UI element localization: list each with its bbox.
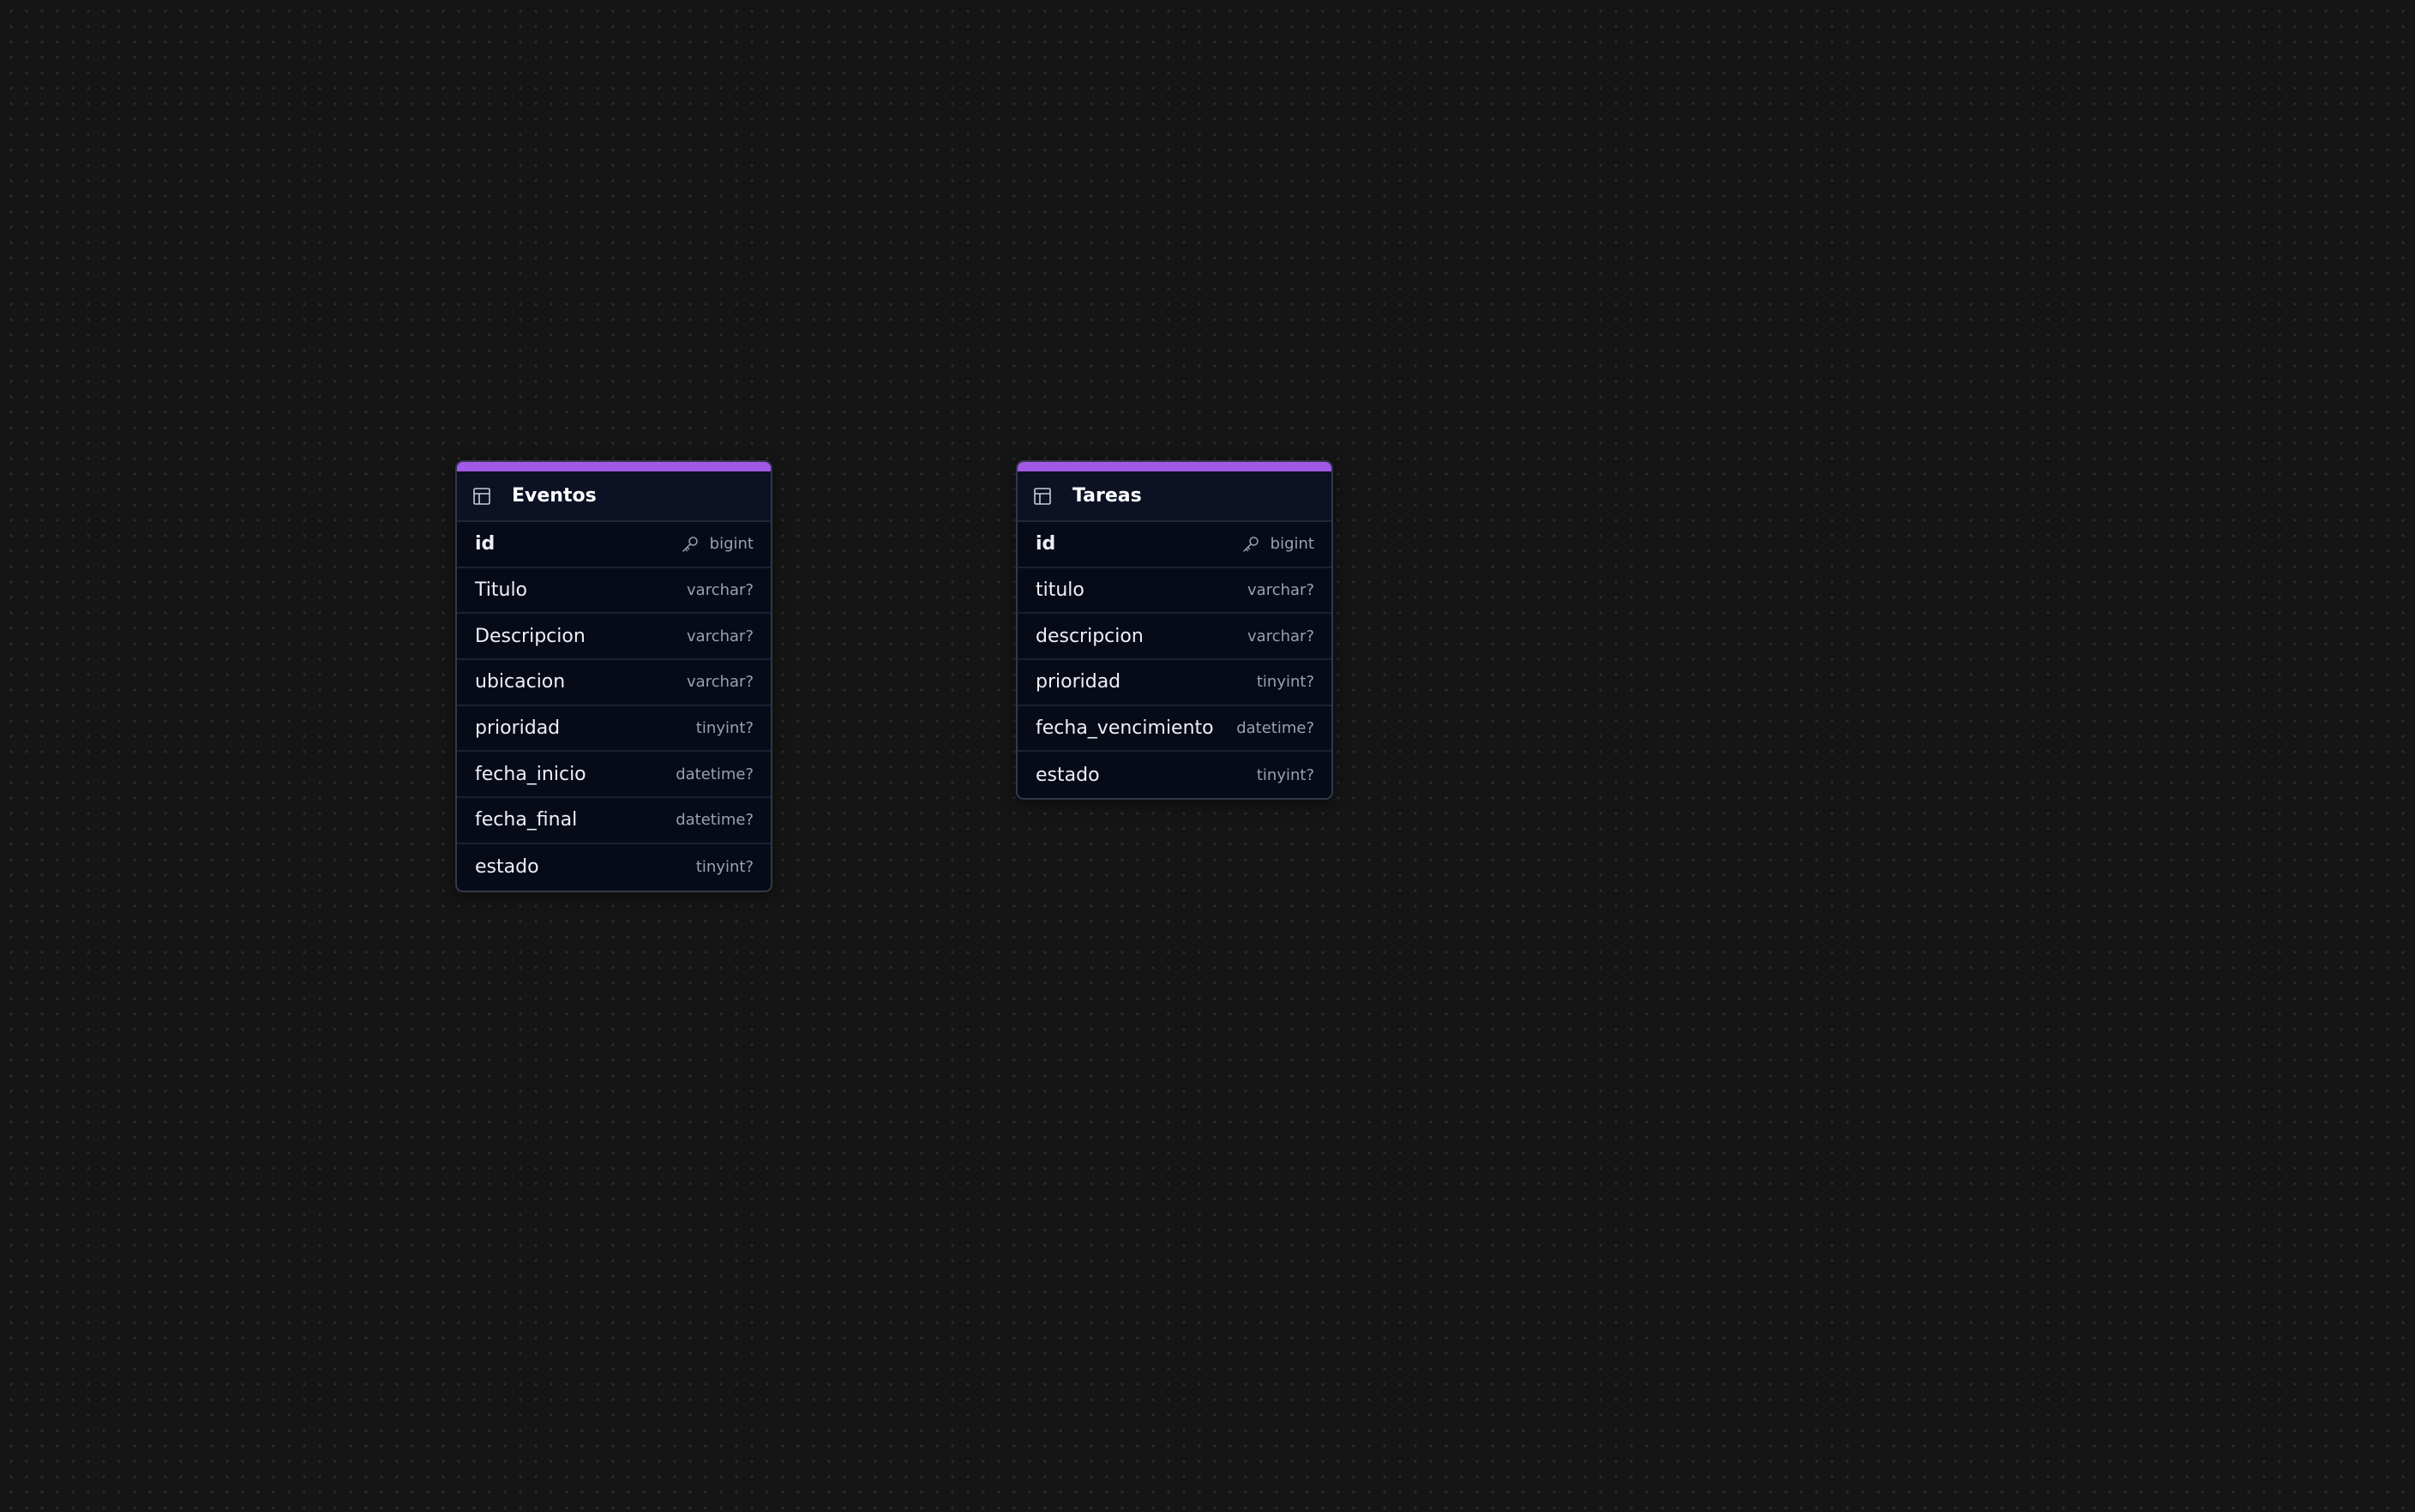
field-name: titulo bbox=[1036, 579, 1084, 602]
field-type: datetime? bbox=[676, 811, 754, 830]
table-node-eventos[interactable]: Eventos id bigint Titulo varchar? bbox=[455, 460, 772, 892]
field-row-titulo[interactable]: Titulo varchar? bbox=[457, 568, 771, 615]
table-node-tareas[interactable]: Tareas id bigint titulo varchar? bbox=[1016, 460, 1333, 801]
field-type: datetime? bbox=[1236, 719, 1314, 738]
field-type: tinyint? bbox=[1256, 765, 1314, 784]
field-row-prioridad[interactable]: prioridad tinyint? bbox=[1018, 660, 1331, 706]
field-type: varchar? bbox=[687, 627, 754, 645]
field-name: fecha_inicio bbox=[475, 763, 586, 785]
field-type: varchar? bbox=[1247, 581, 1314, 600]
table-icon bbox=[472, 487, 491, 506]
field-type: tinyint? bbox=[695, 719, 754, 738]
table-accent-bar bbox=[457, 462, 771, 471]
key-icon bbox=[1241, 535, 1260, 554]
field-row-fecha-final[interactable]: fecha_final datetime? bbox=[457, 798, 771, 844]
field-row-prioridad[interactable]: prioridad tinyint? bbox=[457, 706, 771, 753]
field-name: Descripcion bbox=[475, 625, 586, 647]
field-type: varchar? bbox=[687, 581, 754, 600]
field-type: varchar? bbox=[1247, 627, 1314, 645]
table-accent-bar bbox=[1018, 462, 1331, 471]
field-row-descripcion[interactable]: descripcion varchar? bbox=[1018, 614, 1331, 661]
field-type: varchar? bbox=[687, 673, 754, 692]
field-row-estado[interactable]: estado tinyint? bbox=[457, 844, 771, 891]
table-icon bbox=[1033, 487, 1052, 506]
field-name: fecha_final bbox=[475, 809, 578, 831]
field-type: tinyint? bbox=[1256, 673, 1314, 692]
field-name: prioridad bbox=[1036, 671, 1121, 693]
field-name: id bbox=[1036, 533, 1056, 555]
field-name: estado bbox=[475, 856, 539, 879]
key-icon bbox=[681, 535, 700, 554]
field-row-id[interactable]: id bigint bbox=[457, 522, 771, 568]
field-type: bigint bbox=[1270, 535, 1314, 554]
field-row-id[interactable]: id bigint bbox=[1018, 522, 1331, 568]
field-row-fecha-vencimiento[interactable]: fecha_vencimiento datetime? bbox=[1018, 706, 1331, 753]
field-type: datetime? bbox=[676, 765, 754, 783]
table-header[interactable]: Tareas bbox=[1018, 471, 1331, 522]
field-name: prioridad bbox=[475, 717, 561, 740]
field-row-fecha-inicio[interactable]: fecha_inicio datetime? bbox=[457, 752, 771, 799]
field-type: tinyint? bbox=[695, 858, 754, 877]
field-row-estado[interactable]: estado tinyint? bbox=[1018, 752, 1331, 798]
field-row-descripcion[interactable]: Descripcion varchar? bbox=[457, 614, 771, 661]
table-title: Eventos bbox=[512, 485, 597, 507]
table-header[interactable]: Eventos bbox=[457, 471, 771, 522]
field-name: estado bbox=[1036, 764, 1100, 786]
field-name: Titulo bbox=[475, 579, 528, 602]
field-name: id bbox=[475, 533, 496, 555]
field-row-ubicacion[interactable]: ubicacion varchar? bbox=[457, 660, 771, 706]
field-name: ubicacion bbox=[475, 671, 566, 693]
field-name: descripcion bbox=[1036, 625, 1144, 647]
field-row-titulo[interactable]: titulo varchar? bbox=[1018, 568, 1331, 615]
table-title: Tareas bbox=[1072, 485, 1142, 507]
field-name: fecha_vencimiento bbox=[1036, 717, 1214, 740]
field-type: bigint bbox=[709, 535, 754, 554]
